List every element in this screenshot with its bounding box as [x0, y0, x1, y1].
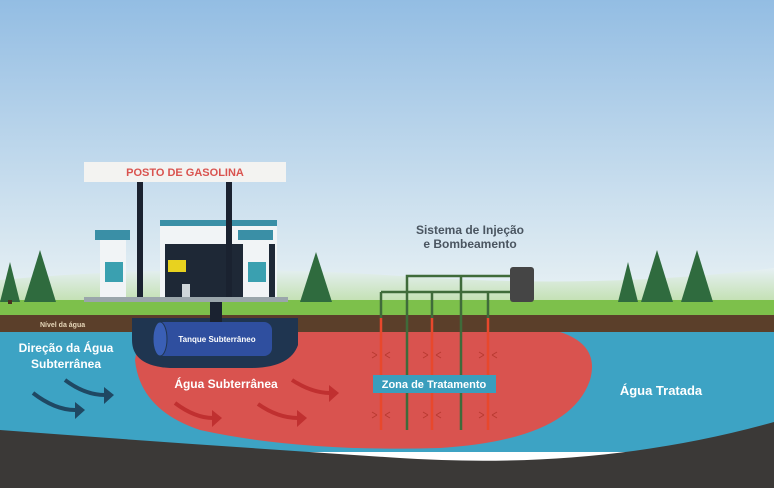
tree	[641, 250, 673, 302]
tree	[618, 262, 638, 302]
station-sign-text: POSTO DE GASOLINA	[126, 167, 244, 179]
tank-end	[152, 321, 168, 357]
pump-unit	[510, 267, 534, 302]
treated-water-label: Água Tratada	[620, 383, 703, 398]
tree	[0, 262, 20, 304]
tree	[24, 250, 56, 302]
groundwater-label: Água Subterrânea	[174, 376, 278, 391]
system-label-1: Sistema de Injeção	[416, 223, 524, 237]
red-arrows	[173, 378, 331, 420]
canopy-pillar	[226, 182, 232, 300]
tank-pipe	[210, 300, 222, 322]
pump-right	[238, 230, 273, 240]
flow-arrows	[31, 378, 331, 420]
sky	[0, 0, 774, 300]
flow-direction-label-2: Subterrânea	[31, 357, 101, 371]
system-label-2: e Bombeamento	[423, 237, 516, 251]
bedrock	[0, 422, 774, 488]
blue-arrows	[31, 378, 106, 412]
tree	[300, 252, 332, 302]
flow-direction-label-1: Direção da Água	[19, 340, 114, 355]
arrowheads	[75, 385, 339, 427]
soil-layer	[0, 315, 774, 333]
gas-station	[84, 162, 288, 302]
water-level-label: Nível da água	[40, 322, 85, 329]
underground-tank	[156, 322, 272, 356]
treatment-zone-label: Zona de Tratamento	[382, 379, 487, 391]
tree	[681, 250, 713, 302]
grass	[0, 300, 774, 316]
injection-system	[371, 274, 512, 430]
trees	[0, 250, 713, 304]
pump-left	[95, 230, 130, 240]
canopy-pillar	[137, 182, 143, 300]
station-sign	[84, 162, 286, 182]
dispersion-marks	[371, 351, 498, 419]
treatment-zone-box	[373, 375, 496, 393]
tank-label: Tanque Subterrâneo	[178, 335, 255, 344]
